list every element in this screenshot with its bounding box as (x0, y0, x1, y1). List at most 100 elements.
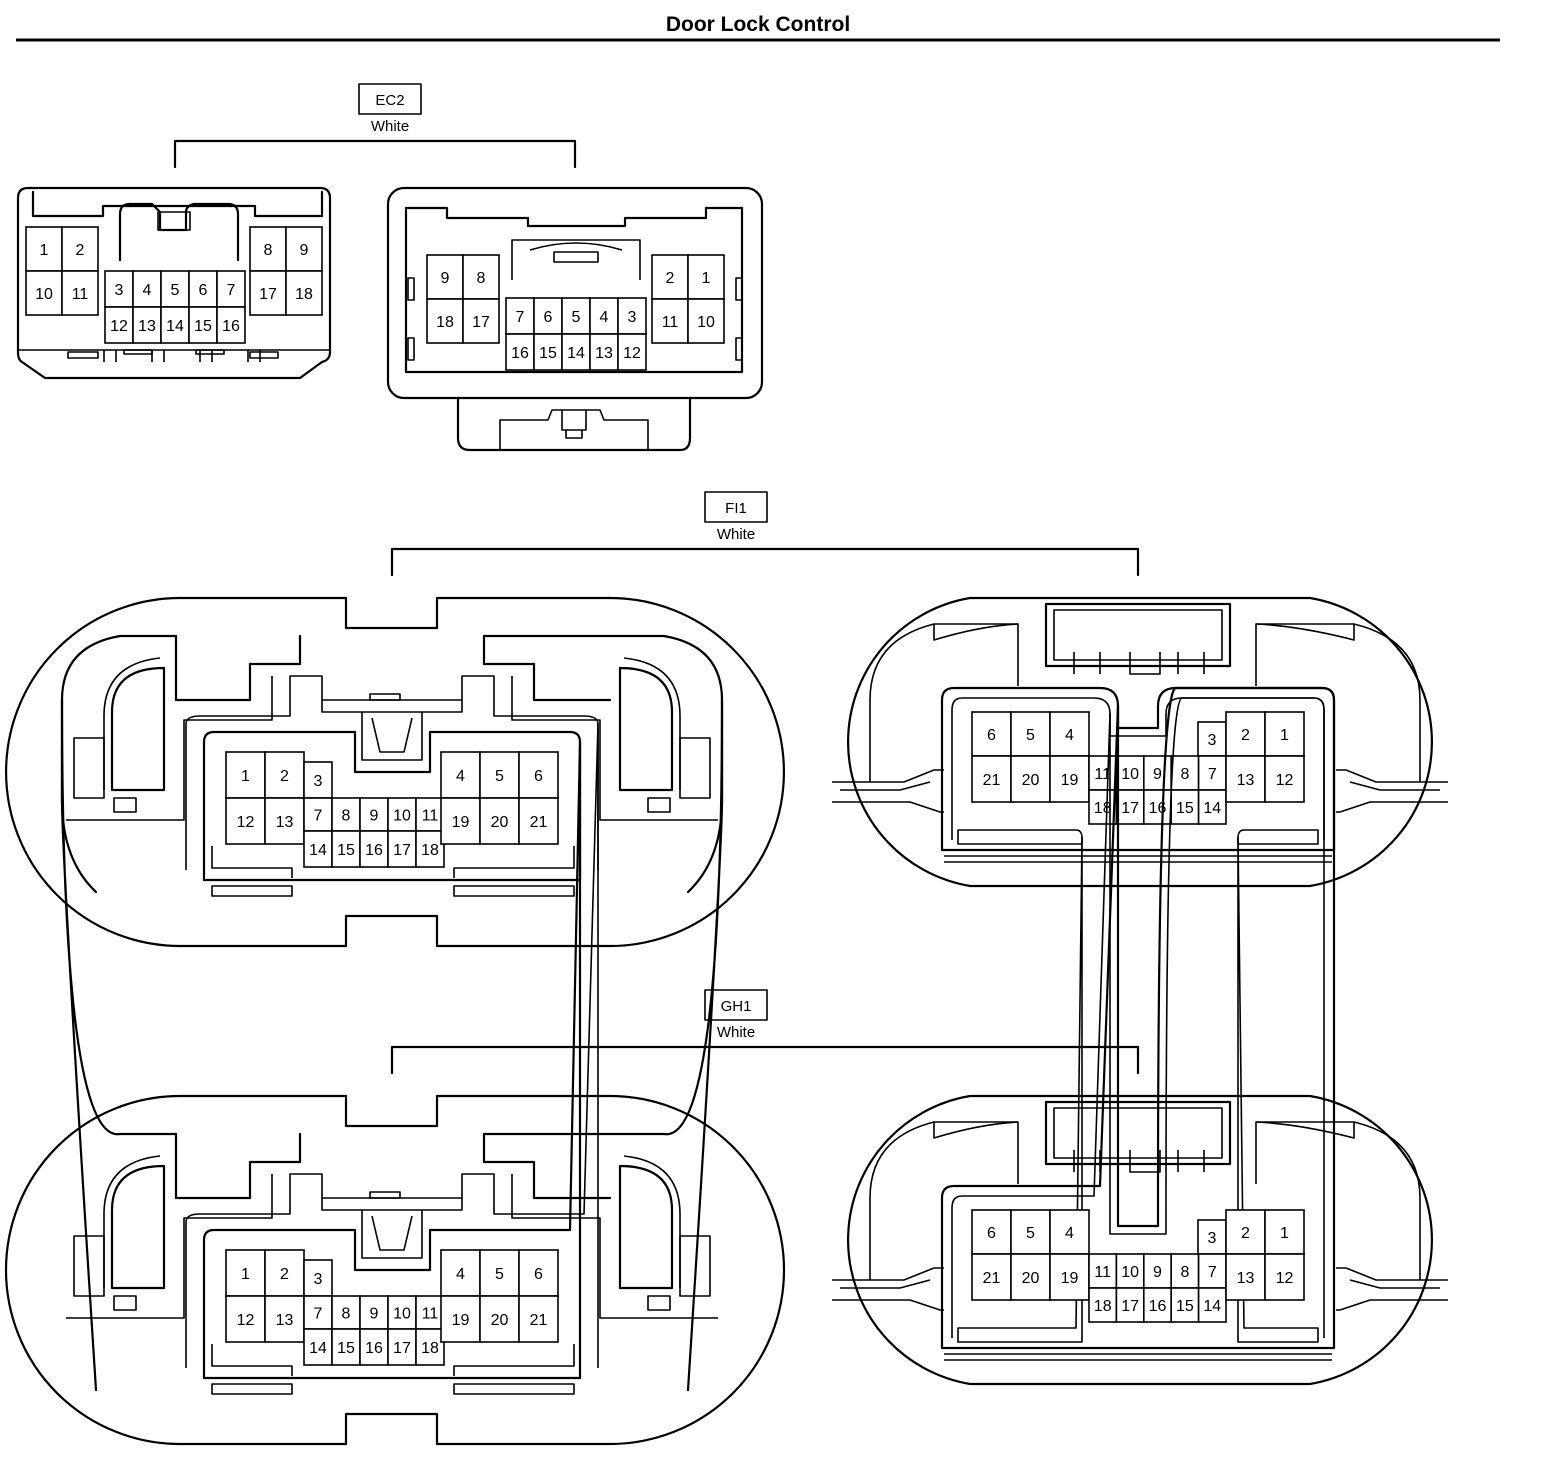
pin-cavity (387, 830, 417, 868)
pin-number: 17 (393, 1340, 411, 1357)
housing-outline (361, 712, 423, 761)
pin-cavity (216, 270, 246, 308)
pin-cavity (589, 297, 619, 335)
pin-number: 9 (370, 1306, 379, 1323)
pin-number: 18 (295, 286, 313, 303)
pin-number: 14 (567, 345, 585, 362)
housing-outline (933, 1121, 1019, 1139)
housing-outline (482, 698, 724, 1392)
connector-id: FI1 (725, 500, 747, 517)
pin-cavity (533, 333, 563, 371)
housing-outline (529, 242, 623, 263)
pin-number: 15 (1176, 1298, 1194, 1315)
housing-outline (957, 829, 1083, 845)
pin-number: 6 (987, 1225, 996, 1242)
pin-number: 3 (1208, 1230, 1217, 1247)
pin-cavity (479, 797, 520, 845)
pin-number: 11 (1094, 1264, 1111, 1281)
pin-cavity (617, 333, 647, 371)
pin-number: 13 (276, 1312, 294, 1329)
pin-number: 21 (983, 772, 1001, 789)
housing-outline (60, 634, 302, 894)
pin-cavity (426, 298, 464, 344)
pin-cavity (249, 270, 287, 316)
housing-outline (832, 1267, 944, 1311)
housing-outline (103, 1155, 161, 1288)
housing-outline (847, 1094, 1433, 1386)
connector-color: White (371, 118, 409, 135)
pin-number: 16 (222, 318, 240, 335)
pin-number: 14 (1203, 800, 1221, 817)
pin-number: 3 (314, 773, 323, 790)
pin-cavity (61, 226, 99, 272)
pin-number: 21 (530, 814, 548, 831)
housing-outline (211, 1344, 575, 1376)
pin-number: 6 (534, 1266, 543, 1283)
pin-cavity (61, 270, 99, 316)
pin-cavity (971, 711, 1012, 757)
housing-outline (110, 1164, 166, 1290)
housing-outline (847, 596, 1433, 888)
pin-cavity (331, 1328, 361, 1366)
pin-cavity (1115, 789, 1145, 825)
pin-number: 15 (1176, 800, 1194, 817)
pin-number: 9 (1153, 766, 1162, 783)
pin-number: 18 (421, 842, 439, 859)
pin-cavity (415, 1328, 445, 1366)
housing-outline (647, 797, 671, 813)
pin-number: 13 (138, 318, 156, 335)
pin-cavity (1049, 711, 1090, 757)
housing-outline (1044, 1100, 1232, 1166)
pin-number: 9 (370, 808, 379, 825)
housing-outline (113, 1295, 137, 1311)
housing-outline (623, 657, 681, 790)
pin-number: 15 (194, 318, 212, 335)
pin-cavity (462, 298, 500, 344)
pin-cavity (518, 1295, 559, 1343)
pin-number: 21 (983, 1270, 1001, 1287)
connector-tag-box (358, 83, 422, 115)
pin-number: 20 (1022, 1270, 1040, 1287)
pin-cavity (518, 751, 559, 799)
housing-outline (1044, 602, 1232, 668)
pin-number: 12 (1276, 772, 1294, 789)
pin-number: 6 (199, 282, 208, 299)
pin-cavity (216, 306, 246, 344)
pin-number: 3 (115, 282, 124, 299)
connector-bracket (390, 547, 1140, 577)
pin-cavity (518, 797, 559, 845)
pin-cavity (971, 1209, 1012, 1255)
pin-cavity (225, 797, 266, 845)
pin-number: 10 (393, 808, 411, 825)
pin-number: 17 (1121, 1298, 1139, 1315)
connector-id: EC2 (375, 92, 404, 109)
housing-outline (66, 1174, 273, 1319)
housing-outline (561, 410, 587, 439)
housing-outline (103, 657, 161, 790)
pin-number: 2 (666, 270, 675, 287)
housing-outline (1073, 652, 1205, 675)
pin-cavity (479, 1295, 520, 1343)
pin-number: 8 (264, 242, 273, 259)
pin-cavity (104, 306, 134, 344)
pin-cavity (1049, 755, 1090, 803)
housing-outline (499, 409, 649, 450)
pin-number: 4 (456, 768, 465, 785)
pin-cavity (971, 755, 1012, 803)
pin-cavity (617, 297, 647, 335)
pin-number: 7 (1208, 1264, 1217, 1281)
pin-cavity (440, 751, 481, 799)
pin-cavity (249, 226, 287, 272)
pin-number: 20 (491, 1312, 509, 1329)
housing-outline (940, 686, 1336, 1350)
pin-number: 18 (1094, 800, 1112, 817)
pin-number: 19 (452, 1312, 470, 1329)
pin-number: 9 (300, 242, 309, 259)
connector-bracket (173, 139, 577, 169)
pin-number: 13 (276, 814, 294, 831)
pin-number: 6 (987, 727, 996, 744)
pin-number: 12 (1276, 1270, 1294, 1287)
